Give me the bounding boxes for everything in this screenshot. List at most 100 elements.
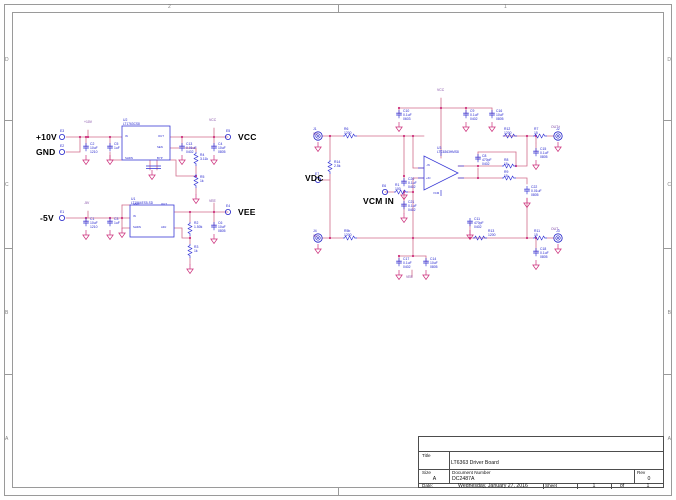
ic-refdes-u2: U2: [123, 118, 128, 122]
comp-pkg-c21: 0402: [408, 208, 416, 212]
port-label-vcm-in: VCM IN: [363, 196, 394, 206]
frame-tick: [338, 4, 339, 12]
comp-val-c4: 10uF: [218, 146, 226, 150]
title-block: Title LT6363 Driver Board Size A Documen…: [418, 436, 664, 489]
ic-refdes-u1: U1: [131, 197, 136, 201]
comp-val-r11: 15: [534, 233, 538, 237]
comp-pkg-c6: 0805: [218, 229, 226, 233]
comp-val-r7: 15: [534, 131, 538, 135]
comp-ref-c17: C17: [403, 257, 410, 261]
zone-label-left-d: D: [5, 57, 9, 63]
comp-val-c13: 0.01uF: [186, 146, 197, 150]
comp-pkg-c8: 0402: [482, 162, 490, 166]
title-block-sheet-total: 1: [646, 483, 650, 489]
comp-val-c1: 10uF: [90, 221, 98, 225]
comp-val-r13: 1200: [488, 233, 496, 237]
comp-pkg-c11: 0402: [474, 225, 482, 229]
frame-tick: [4, 120, 12, 121]
comp-val-c11: 470pF: [474, 221, 484, 225]
comp-val-c17: 0.1uF: [403, 261, 412, 265]
ic-part-u3: LTC6363HMS8: [437, 150, 459, 154]
comp-ref-c21: C21: [408, 200, 415, 204]
port-label-plus10v: +10V: [36, 132, 57, 142]
comp-ref-c15: C15: [540, 147, 547, 151]
comp-pkg-c4: 0805: [218, 150, 226, 154]
title-block-size-label: Size: [422, 470, 431, 475]
comp-val-r14: 2.5k: [334, 164, 341, 168]
zone-label-left-b: B: [5, 310, 9, 316]
pin-u2-shdn: SHDN: [125, 156, 133, 160]
zone-label-left-c: C: [5, 182, 9, 188]
comp-val-c10: 0.1uF: [403, 113, 412, 117]
comp-pkg-c14: 0805: [430, 265, 438, 269]
zone-label-left-a: A: [5, 436, 9, 442]
comp-ref-c6: C6: [218, 221, 223, 225]
pin-u1-shdn: SHDN: [133, 225, 141, 229]
comp-val-c15: 0.1uF: [540, 151, 549, 155]
net-label-outminus: OUT-: [551, 227, 560, 231]
comp-pkg-c22: 0805: [531, 193, 539, 197]
comp-ref-r12: R12: [504, 127, 511, 131]
comp-val-c2: 10uF: [90, 146, 98, 150]
comp-ref-c4: C4: [218, 142, 223, 146]
comp-ref-r9: R9: [504, 170, 509, 174]
comp-ref-r11: R11: [534, 229, 540, 233]
comp-val-r2: 1.50k: [194, 225, 203, 229]
refdes-j1: J1: [313, 127, 317, 131]
net-label-vee-left: VEE: [209, 199, 216, 203]
net-label-outplus: OUT+: [551, 125, 561, 129]
comp-ref-c22: C22: [531, 185, 538, 189]
pin-u3-inminus: -IN: [426, 163, 430, 167]
zone-label-right-d: D: [667, 57, 671, 63]
pin-u1-in: IN: [133, 214, 136, 218]
comp-pkg-c20: 0402: [408, 185, 416, 189]
pin-u1-gnd: GND: [133, 202, 140, 206]
zone-label-right-c: C: [667, 182, 671, 188]
pin-u2-sen: SEN: [157, 145, 163, 149]
comp-ref-c14: C14: [430, 257, 437, 261]
comp-ref-c13: C13: [186, 142, 193, 146]
port-label-vee: VEE: [238, 207, 256, 217]
comp-val-c5: 1uF: [114, 146, 120, 150]
ic-part-u1: LT1964ES5-SD: [131, 201, 154, 205]
frame-inner-border: [12, 12, 664, 488]
comp-ref-r8: R8: [504, 158, 509, 162]
comp-val-c22: 0.01uF: [531, 189, 542, 193]
frame-tick: [664, 120, 672, 121]
title-block-rev-label: Rev: [637, 470, 646, 475]
zone-label-right-a: A: [667, 436, 671, 442]
comp-ref-c9: C9: [470, 109, 475, 113]
net-label-vcc-left: VCC: [209, 118, 217, 122]
pin-u2-in: IN: [125, 134, 128, 138]
frame-tick: [664, 374, 672, 375]
comp-ref-c18: C18: [540, 247, 547, 251]
title-block-sheet-of: of: [619, 483, 625, 489]
comp-val-c16: 10uF: [496, 113, 504, 117]
frame-tick: [664, 248, 672, 249]
comp-ref-c16: C16: [496, 109, 503, 113]
port-label-gnd: GND: [36, 147, 56, 157]
refdes-e1: E1: [60, 210, 65, 214]
refdes-e3: E3: [60, 129, 65, 133]
pin-u3-vcm: VCM: [433, 191, 440, 195]
comp-pkg-c17: 0402: [403, 265, 411, 269]
title-block-docnum-label: Document Number: [452, 470, 491, 475]
refdes-e2: E2: [60, 144, 65, 148]
title-block-title-value: LT6363 Driver Board: [451, 460, 499, 466]
refdes-e5: E5: [226, 129, 231, 133]
comp-pkg-c10: 0603: [403, 117, 411, 121]
net-label-vcc-amp: VCC: [437, 88, 445, 92]
comp-ref-c5: C5: [114, 142, 119, 146]
comp-val-r4: 3.11k: [200, 157, 209, 161]
pin-u2-out: OUT: [158, 134, 164, 138]
comp-ref-c11: C11: [474, 217, 480, 221]
comp-val-c6: 10uF: [218, 225, 226, 229]
refdes-j3: J3: [556, 229, 560, 233]
comp-val-c18: 0.1uF: [540, 251, 549, 255]
title-block-title-label: Title: [422, 453, 431, 458]
ic-refdes-u3: U3: [437, 146, 442, 150]
comp-val-c14: 10uF: [430, 261, 438, 265]
refdes-e4: E4: [226, 204, 231, 208]
